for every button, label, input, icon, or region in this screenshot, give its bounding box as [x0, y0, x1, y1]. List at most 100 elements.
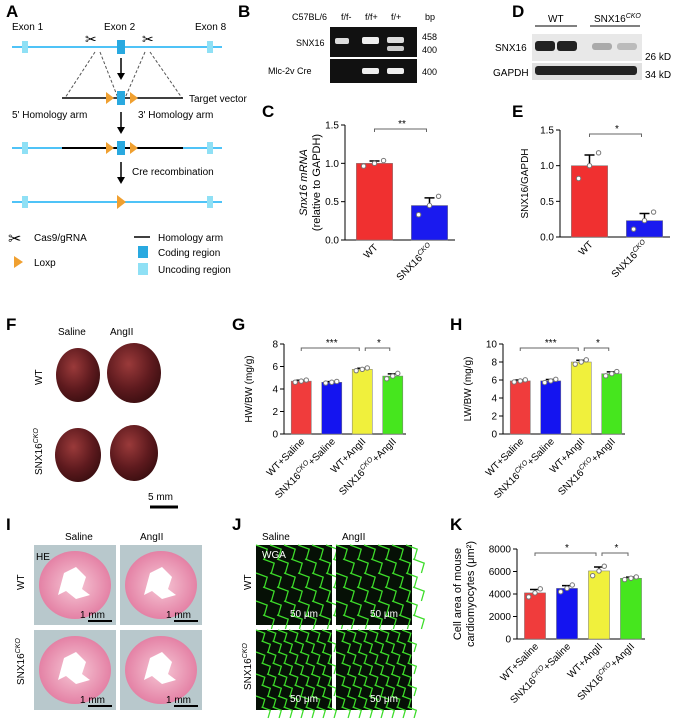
col-label: Saline	[65, 532, 93, 543]
bar	[509, 380, 531, 435]
ventricle-lumen	[144, 652, 176, 684]
data-point	[589, 572, 596, 579]
ventricle-lumen	[58, 567, 90, 599]
panel-label-i: I	[6, 515, 11, 534]
data-point	[329, 379, 335, 385]
scissors-icon: ✂	[142, 31, 154, 47]
scale-bar-label: 1 mm	[166, 695, 191, 706]
data-point	[426, 202, 433, 209]
scale-bar-label: 50 μm	[290, 694, 318, 705]
scale-bar-label: 50 μm	[290, 609, 318, 620]
y-tick-label: 2	[272, 407, 278, 418]
panel-label-c: C	[262, 102, 274, 121]
significance-bracket	[534, 552, 597, 556]
row-label: SNX16CKO	[242, 643, 254, 690]
membrane-signal	[255, 629, 338, 719]
data-point	[572, 361, 578, 367]
significance-bracket	[519, 347, 579, 351]
data-point	[595, 150, 602, 156]
panel-labels: A B C D E F G H I J K	[6, 2, 524, 534]
significance-bracket	[300, 347, 360, 351]
data-point	[575, 175, 582, 182]
data-point	[630, 226, 637, 232]
bar	[356, 163, 393, 241]
y-tick-label: 1.0	[540, 161, 554, 172]
x-tick-label: WT	[362, 242, 381, 261]
ventricle-lumen	[58, 652, 90, 684]
scale-bar-label: 5 mm	[148, 492, 173, 503]
data-point	[511, 379, 517, 385]
x-tick-label: WT	[577, 239, 596, 258]
data-point	[621, 576, 628, 583]
data-point	[360, 163, 367, 169]
panel-label-b: B	[238, 2, 250, 21]
bar	[540, 380, 562, 435]
panel-label-k: K	[450, 515, 463, 534]
col-label: Saline	[58, 327, 86, 338]
data-point	[641, 217, 648, 224]
col-label: AngII	[140, 532, 163, 543]
size-label: 26 kD	[645, 52, 671, 63]
bar	[351, 369, 373, 435]
y-tick-label: 0	[491, 430, 497, 441]
significance-bracket	[601, 552, 629, 556]
significance-label: *	[377, 338, 381, 349]
data-point	[583, 357, 589, 363]
target-vector-label: Target vector	[189, 94, 247, 105]
scissors-icon: ✂	[8, 231, 21, 248]
row-label: WT	[34, 369, 45, 385]
bar	[524, 592, 546, 640]
stain-label: HE	[36, 552, 50, 563]
data-point	[633, 574, 639, 580]
row-label: WT	[243, 574, 254, 590]
data-point	[323, 380, 329, 386]
y-tick-label: 8	[491, 358, 497, 369]
chart-h: 0246810WT+SalineSNX16CKO+SalineWT+AngIIS…	[463, 338, 625, 501]
bar	[321, 382, 343, 435]
data-point	[384, 376, 390, 382]
y-tick-label: 4	[272, 385, 278, 396]
y-axis-label: (relative to GAPDH)	[311, 134, 323, 231]
legend-coding: Coding region	[158, 248, 220, 259]
data-point	[603, 373, 609, 379]
data-point	[628, 575, 634, 581]
data-point	[353, 367, 359, 374]
data-point	[601, 563, 607, 569]
y-tick-label: 0.0	[325, 236, 339, 247]
significance-bracket	[583, 347, 610, 351]
x-tick-label: SNX16CKO+AngII	[337, 436, 399, 498]
data-point	[569, 582, 575, 588]
exon2-label: Exon 2	[104, 22, 136, 33]
bar	[290, 380, 312, 435]
scale-bar-label: 1 mm	[166, 610, 191, 621]
x-tick-label: SNX16CKO	[609, 238, 651, 280]
panel-label-e: E	[512, 102, 523, 121]
y-tick-label: 1.5	[325, 121, 339, 132]
y-tick-label: 1.0	[325, 159, 339, 170]
data-point	[578, 359, 584, 365]
row-label: GAPDH	[493, 68, 529, 79]
y-tick-label: 1.5	[540, 126, 554, 137]
y-axis-label: Cell area of mouse	[452, 548, 464, 640]
lane-label: f/f+	[365, 12, 378, 22]
y-tick-label: 2	[491, 412, 497, 423]
data-point	[380, 157, 387, 164]
x-tick-label: SNX16CKO+Saline	[508, 640, 574, 706]
col-label: AngII	[342, 532, 365, 543]
y-tick-label: 10	[486, 340, 498, 351]
scale-bar-label: 50 μm	[370, 694, 398, 705]
y-tick-label: 0.5	[540, 197, 554, 208]
col-label: AngII	[110, 327, 133, 338]
scale-bar-label: 1 mm	[80, 610, 105, 621]
row-label: SNX16	[495, 43, 527, 54]
significance-label: *	[615, 543, 619, 554]
data-point	[586, 162, 593, 169]
membrane-signal	[335, 629, 418, 719]
y-tick-label: 8	[272, 340, 278, 351]
bar	[382, 375, 404, 435]
y-tick-label: 8000	[489, 545, 512, 556]
